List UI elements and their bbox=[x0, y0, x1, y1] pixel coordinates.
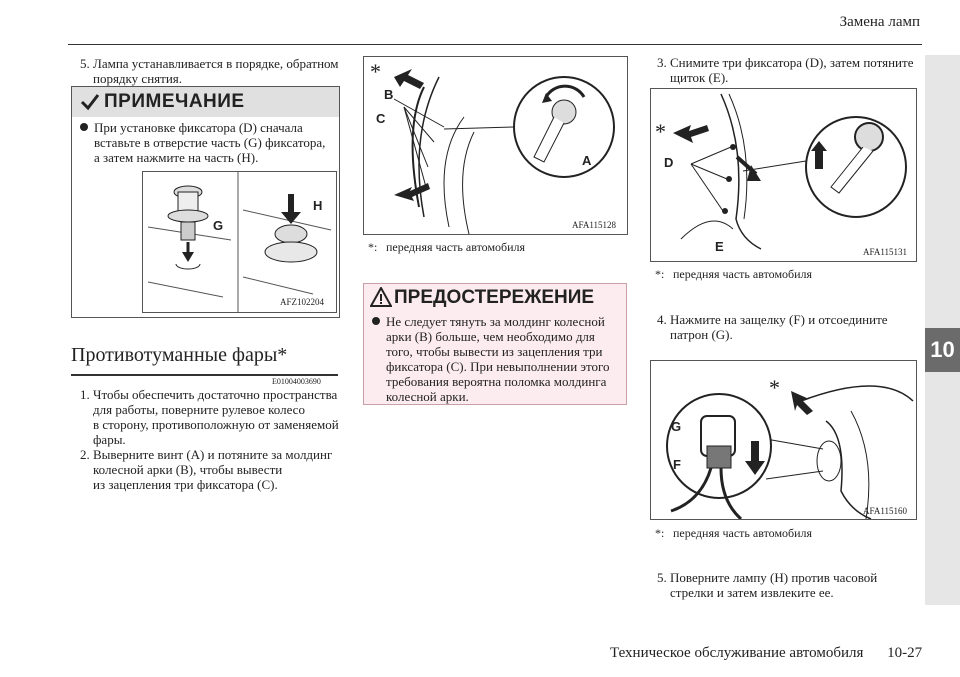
step-3-line2: щиток (E). bbox=[670, 70, 729, 85]
warning-triangle-icon bbox=[370, 287, 392, 307]
fastener-illustration bbox=[147, 172, 332, 312]
note-header: ПРИМЕЧАНИЕ bbox=[72, 87, 339, 117]
fig-code: AFA115128 bbox=[572, 220, 617, 230]
note-figure: G H AFZ102204 bbox=[142, 171, 337, 313]
front-marker-star: * bbox=[370, 59, 381, 84]
fig-label-e: E bbox=[715, 239, 724, 254]
warning-line2: арки (B) больше, чем необходимо для bbox=[386, 329, 595, 344]
warning-line3: того, чтобы вывести из зацепления три bbox=[386, 344, 603, 359]
fig-label-b: B bbox=[384, 87, 394, 102]
caption-star: *: bbox=[655, 267, 665, 281]
step-1-line3: в сторону, противоположную от заменяемой bbox=[93, 417, 339, 432]
front-marker-star: * bbox=[769, 375, 780, 400]
fig-label-g: G bbox=[213, 218, 224, 233]
footer-title: Техническое обслуживание автомобиля bbox=[610, 645, 864, 661]
step-3-line1: 3. Снимите три фиксатора (D), затем потя… bbox=[657, 55, 914, 70]
figure-caption: передняя часть автомобиля bbox=[386, 240, 526, 254]
note-line1: При установке фиксатора (D) сначала bbox=[94, 120, 303, 135]
fig-label-c: C bbox=[376, 111, 386, 126]
figure-fastener-removal: * D E AFA115131 bbox=[650, 88, 917, 262]
fig-code: AFZ102204 bbox=[280, 297, 325, 307]
fig-code: AFA115131 bbox=[863, 247, 908, 257]
caption-star: *: bbox=[368, 240, 378, 254]
step-5b-line1: 5. Поверните лампу (H) против часовой bbox=[657, 570, 878, 585]
wheel-arch-illustration bbox=[393, 69, 615, 234]
caption-star: *: bbox=[655, 526, 665, 540]
bullet-dot bbox=[80, 123, 88, 131]
step-5-line1: 5. Лампа устанавливается в порядке, обра… bbox=[80, 56, 339, 71]
step-4-line2: патрон (G). bbox=[670, 327, 733, 342]
header-rule bbox=[68, 44, 922, 45]
figure-caption: передняя часть автомобиля bbox=[673, 267, 813, 281]
footer: Техническое обслуживание автомобиля 10-2… bbox=[610, 645, 922, 662]
figure-socket-disconnect: * G F AFA115160 bbox=[650, 360, 917, 520]
page-number: 10-27 bbox=[887, 645, 923, 661]
section-rule bbox=[71, 374, 338, 376]
section-title: Противотуманные фары* bbox=[71, 344, 288, 366]
step-2-line3: из зацепления три фиксатора (C). bbox=[93, 477, 278, 492]
step-2-line2: колесной арки (B), чтобы вывести bbox=[93, 462, 283, 477]
front-marker-star: * bbox=[655, 119, 666, 144]
step-5b-line2: стрелки и затем извлеките ее. bbox=[670, 585, 834, 600]
note-title: ПРИМЕЧАНИЕ bbox=[104, 91, 245, 112]
warning-line5: требования вероятна поломка молдинга bbox=[386, 374, 607, 389]
warning-header: ПРЕДОСТЕРЕЖЕНИЕ bbox=[364, 284, 626, 312]
warning-line4: фиксатора (C). При невыполнении этого bbox=[386, 359, 610, 374]
step-1-line2: для работы, поверните рулевое колесо bbox=[93, 402, 305, 417]
splash-shield-illustration bbox=[673, 93, 907, 250]
warning-line6: колесной арки. bbox=[386, 389, 469, 404]
section-code: E01004003690 bbox=[272, 377, 321, 386]
note-line2: вставьте в отверстие часть (G) фиксатора… bbox=[94, 135, 326, 150]
fog-lamp-socket-illustration bbox=[666, 385, 914, 519]
warning-title: ПРЕДОСТЕРЕЖЕНИЕ bbox=[394, 287, 595, 308]
step-1-line1: 1. Чтобы обеспечить достаточно пространс… bbox=[80, 387, 338, 402]
step-2-line1: 2. Выверните винт (A) и потяните за молд… bbox=[80, 447, 333, 462]
figure-caption: передняя часть автомобиля bbox=[673, 526, 813, 540]
chapter-number-badge: 10 bbox=[925, 328, 960, 372]
fig-code: AFA115160 bbox=[863, 506, 908, 516]
fig-label-g: G bbox=[671, 419, 682, 434]
step-5-line2: порядку снятия. bbox=[93, 71, 183, 86]
fig-label-a: A bbox=[582, 153, 592, 168]
running-header: Замена ламп bbox=[839, 14, 920, 30]
bullet-dot bbox=[372, 317, 380, 325]
fig-label-d: D bbox=[664, 155, 674, 170]
warning-box: ПРЕДОСТЕРЕЖЕНИЕ Не следует тянуть за мол… bbox=[363, 283, 627, 405]
fig-label-h: H bbox=[313, 198, 323, 213]
warning-line1: Не следует тянуть за молдинг колесной bbox=[386, 314, 605, 329]
fig-label-f: F bbox=[673, 457, 681, 472]
note-line3: а затем нажмите на часть (H). bbox=[94, 150, 259, 165]
note-box: ПРИМЕЧАНИЕ При установке фиксатора (D) с… bbox=[71, 86, 340, 318]
step-1-line4: фары. bbox=[93, 432, 126, 447]
step-4-line1: 4. Нажмите на защелку (F) и отсоедините bbox=[657, 312, 888, 327]
checkmark-icon bbox=[80, 94, 100, 111]
figure-molding-removal: * B C A AFA115128 bbox=[363, 56, 628, 235]
